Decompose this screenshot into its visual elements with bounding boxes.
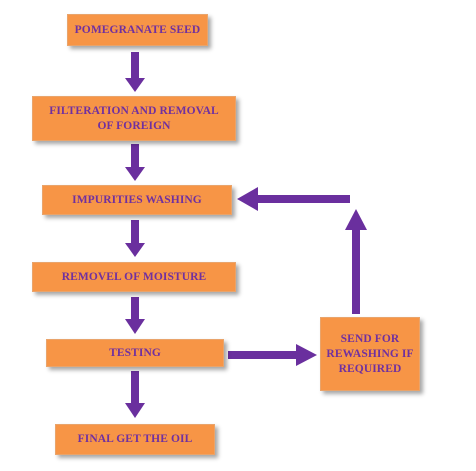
step-label-line2: REWASHING IF [326,347,414,360]
arrow-filter-to-wash [125,144,145,181]
step-label-line2: OF FOREIGN [97,119,171,132]
arrow-rewash-up [345,209,367,314]
step-filtration: FILTERATION AND REMOVAL OF FOREIGN [32,96,236,141]
step-label-line1: SEND FOR [340,332,400,345]
step-final-oil: FINAL GET THE OIL [55,424,215,455]
arrow-back-to-wash [237,187,350,211]
step-label: TESTING [109,346,161,359]
arrow-wash-to-moisture [125,220,145,257]
step-testing: TESTING [46,339,224,367]
arrow-moisture-to-testing [125,297,145,334]
step-label: REMOVEL OF MOISTURE [61,270,207,283]
step-impurities-washing: IMPURITIES WASHING [42,185,232,215]
step-send-for-rewashing: SEND FOR REWASHING IF REQUIRED [320,317,420,391]
step-pomegranate-seed: POMEGRANATE SEED [67,14,208,46]
step-label: FILTERATION AND REMOVAL OF FOREIGN [49,104,219,134]
arrow-testing-to-final [125,371,145,418]
step-label-line3: REQUIRED [338,362,402,375]
arrow-seed-to-filter [125,52,145,92]
step-label: IMPURITIES WASHING [72,193,202,206]
step-label: POMEGRANATE SEED [74,23,201,36]
step-label: FINAL GET THE OIL [77,433,193,445]
arrow-testing-to-rewash [228,344,317,366]
step-label: SEND FOR REWASHING IF REQUIRED [326,332,413,377]
step-moisture-removal: REMOVEL OF MOISTURE [32,262,236,292]
step-label-line1: FILTERATION AND REMOVAL [49,104,219,117]
